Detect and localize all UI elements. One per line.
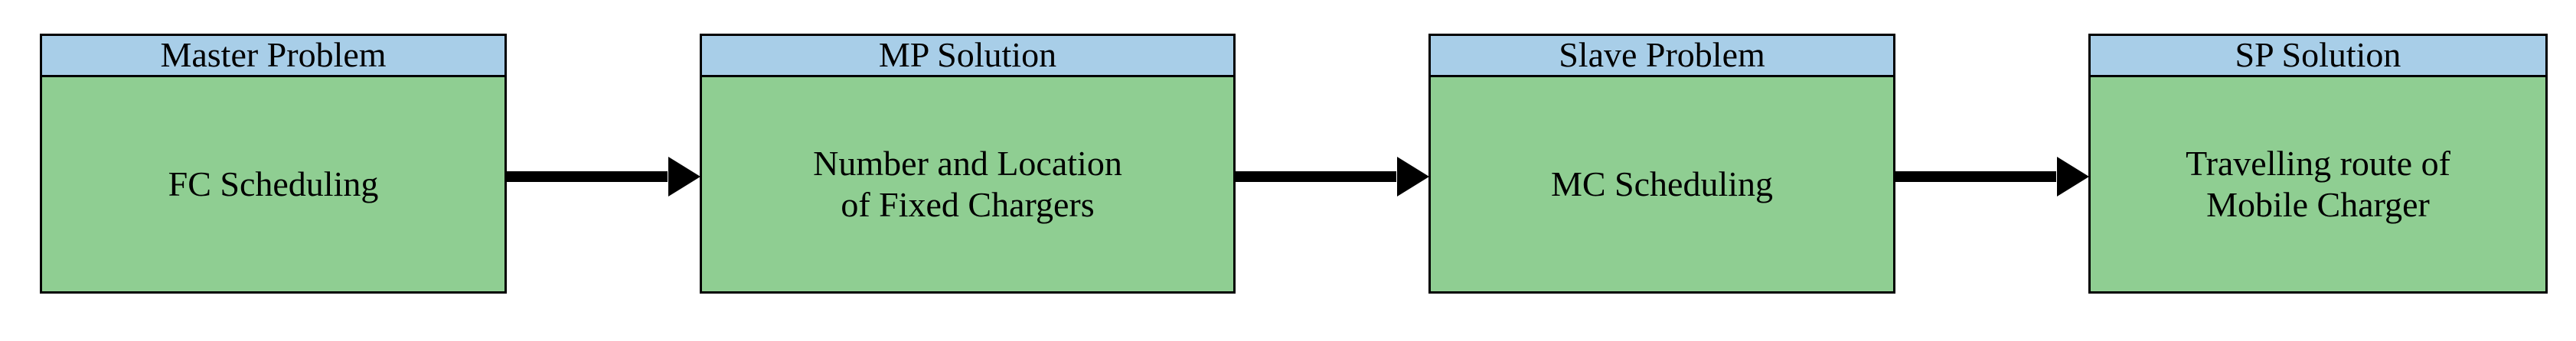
node-sp-solution: SP Solution Travelling route of Mobile C… — [2088, 34, 2548, 294]
arrow-slave-to-sp — [1895, 171, 2056, 182]
node-slave-problem-body-line-1: MC Scheduling — [1550, 164, 1774, 203]
node-master-problem-body: FC Scheduling — [42, 76, 504, 291]
node-slave-problem-body: MC Scheduling — [1431, 76, 1893, 291]
node-mp-solution-body-line-1: Number and Location — [813, 143, 1122, 183]
node-sp-solution-header: SP Solution — [2091, 35, 2545, 77]
node-slave-problem-header: Slave Problem — [1431, 35, 1893, 77]
node-mp-solution-body-line-2: of Fixed Chargers — [841, 184, 1095, 224]
node-sp-solution-body-line-2: Mobile Charger — [2206, 184, 2430, 224]
node-master-problem-header: Master Problem — [42, 35, 504, 77]
node-mp-solution-header: MP Solution — [702, 35, 1233, 77]
node-master-problem: Master Problem FC Scheduling — [40, 34, 507, 294]
node-sp-solution-body: Travelling route of Mobile Charger — [2091, 76, 2545, 291]
node-mp-solution: MP Solution Number and Location of Fixed… — [700, 34, 1236, 294]
arrow-mp-to-slave — [1236, 171, 1396, 182]
node-sp-solution-body-line-1: Travelling route of — [2186, 143, 2450, 183]
node-slave-problem: Slave Problem MC Scheduling — [1428, 34, 1895, 294]
arrow-master-to-mp — [507, 171, 668, 182]
node-mp-solution-body: Number and Location of Fixed Chargers — [702, 76, 1233, 291]
node-master-problem-body-line-1: FC Scheduling — [168, 164, 379, 203]
